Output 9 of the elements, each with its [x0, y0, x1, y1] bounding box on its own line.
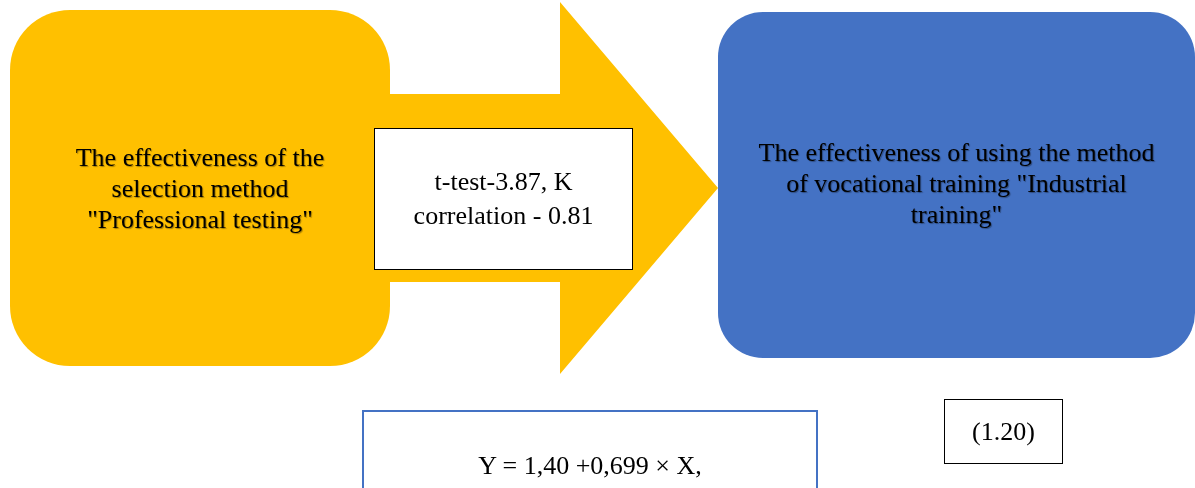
node-text: The effectiveness of using the method of vocational training "Industrial training" — [757, 137, 1156, 230]
node-text: (1.20) — [972, 416, 1035, 447]
formula-box — [944, 399, 1063, 464]
edge-label: t-test-3.87, K correlation - 0.81 — [374, 128, 633, 270]
node-text: Y = 1,40 +0,699 × X, — [478, 450, 702, 481]
rounded-box — [10, 10, 390, 366]
node-text: The effectiveness of the selection method "Professional testing" — [74, 141, 326, 235]
rounded-box — [718, 12, 1195, 358]
formula-box — [362, 410, 818, 488]
